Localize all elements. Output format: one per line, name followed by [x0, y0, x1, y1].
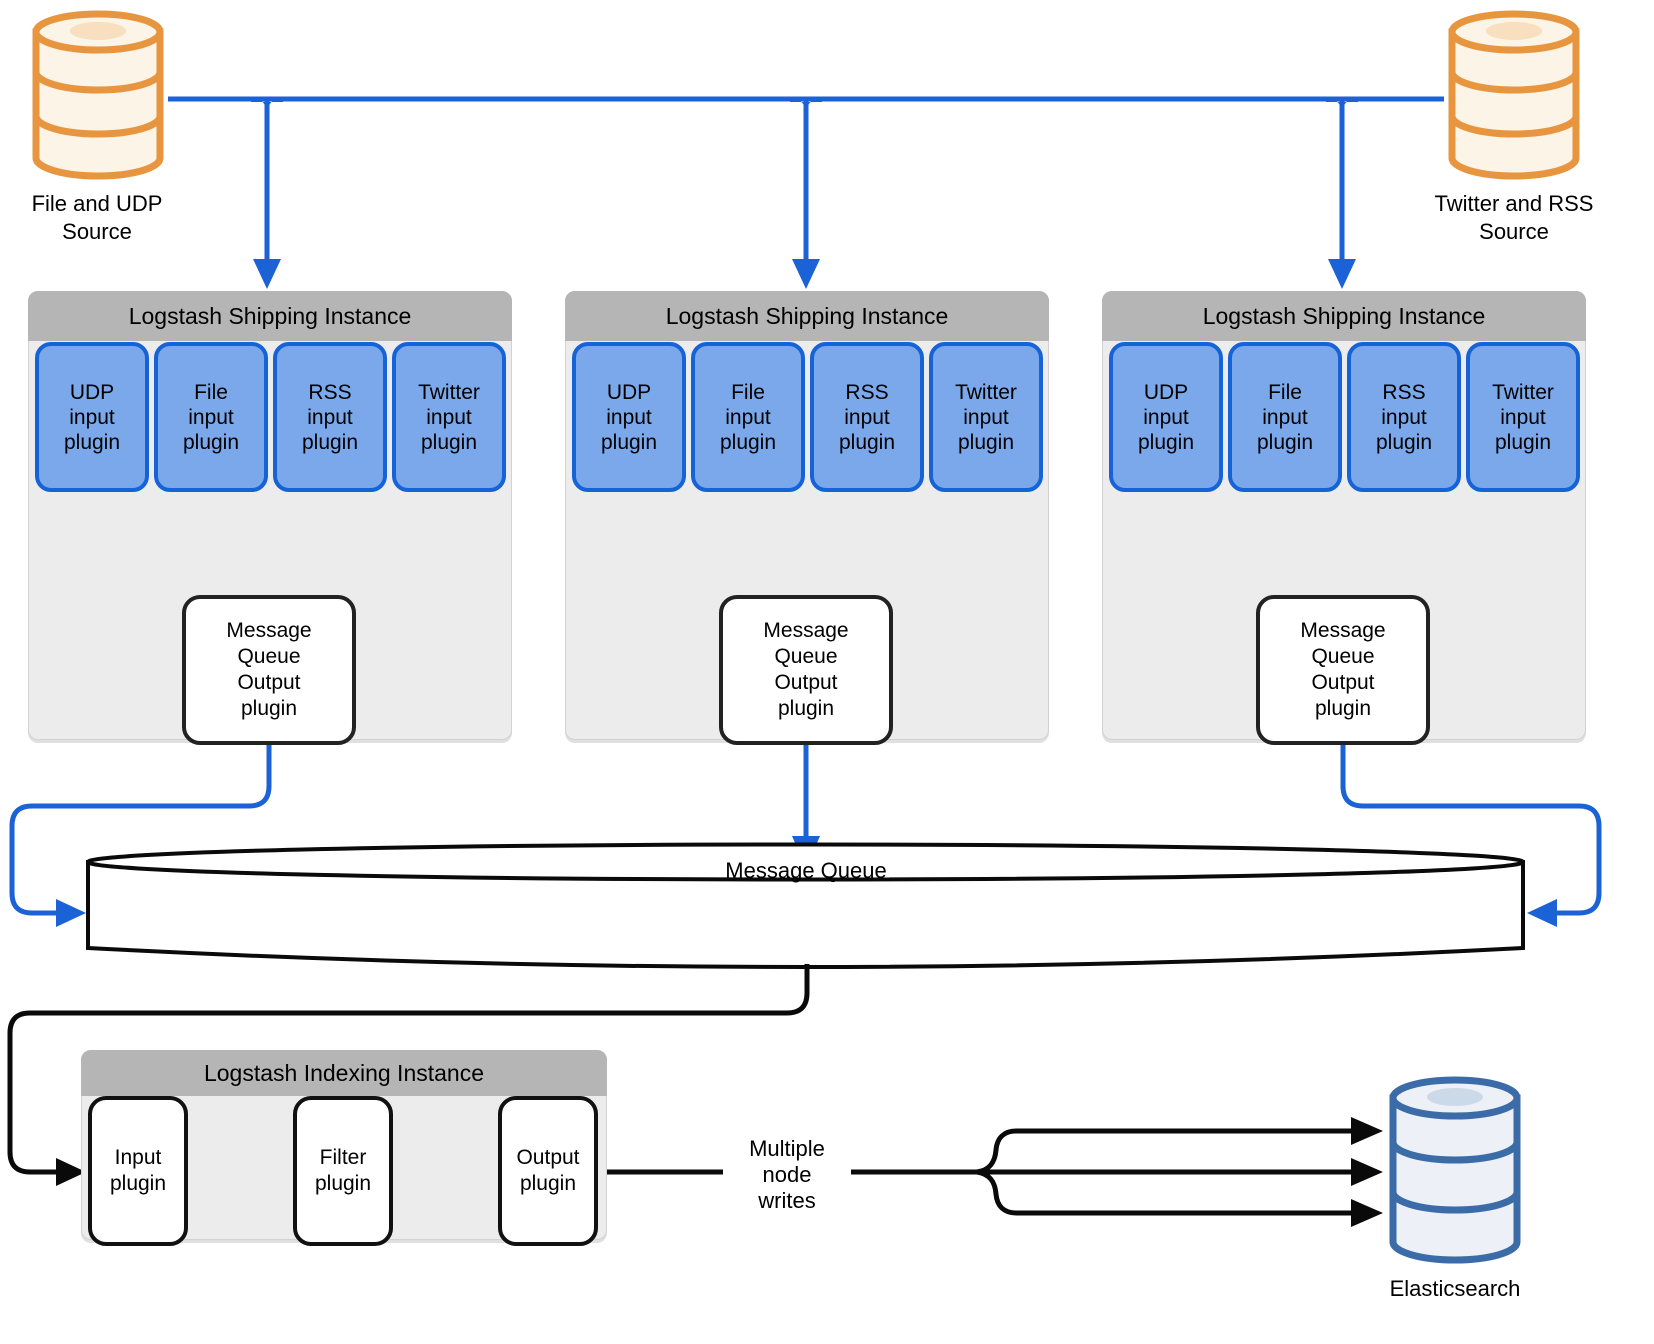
- mq-output-plugin-3: Message Queue Output plugin: [1256, 595, 1430, 745]
- indexing-input-plugin: Input plugin: [88, 1096, 188, 1246]
- shipping-instance-3-title: Logstash Shipping Instance: [1102, 291, 1586, 341]
- twitter-rss-source-label: Twitter and RSS Source: [1434, 191, 1594, 244]
- rss-input-plugin-2: RSS input plugin: [810, 342, 924, 492]
- indexing-instance-title: Logstash Indexing Instance: [81, 1050, 607, 1096]
- file-input-plugin-1: File input plugin: [154, 342, 268, 492]
- udp-input-plugin-2: UDP input plugin: [572, 342, 686, 492]
- twitter-input-plugin-2: Twitter input plugin: [929, 342, 1043, 492]
- shipping-instance-2-title: Logstash Shipping Instance: [565, 291, 1049, 341]
- source-bus-lines: [168, 96, 1444, 259]
- udp-input-plugin-1: UDP input plugin: [35, 342, 149, 492]
- elasticsearch-label: Elasticsearch: [1389, 1276, 1521, 1301]
- rss-input-plugin-1: RSS input plugin: [273, 342, 387, 492]
- twitter-input-plugin-3: Twitter input plugin: [1466, 342, 1580, 492]
- mq-output-plugin-1: Message Queue Output plugin: [182, 595, 356, 745]
- message-queue-label: Message Queue: [725, 858, 887, 883]
- shipping-instance-1-title: Logstash Shipping Instance: [28, 291, 512, 341]
- file-input-plugin-3: File input plugin: [1228, 342, 1342, 492]
- indexing-filter-plugin: Filter plugin: [293, 1096, 393, 1246]
- rss-input-plugin-3: RSS input plugin: [1347, 342, 1461, 492]
- elasticsearch-icon: [1389, 1076, 1521, 1264]
- file-udp-source-label: File and UDP Source: [31, 191, 163, 244]
- mq-output-plugin-2: Message Queue Output plugin: [719, 595, 893, 745]
- queue-input-lines: [9, 745, 1602, 916]
- twitter-input-plugin-1: Twitter input plugin: [392, 342, 506, 492]
- file-input-plugin-2: File input plugin: [691, 342, 805, 492]
- indexing-output-plugin: Output plugin: [498, 1096, 598, 1246]
- file-udp-source-icon: [32, 10, 164, 180]
- udp-input-plugin-3: UDP input plugin: [1109, 342, 1223, 492]
- twitter-rss-source-icon: [1448, 10, 1580, 180]
- source-bus-junction-fillets: [251, 97, 1358, 289]
- multiple-node-writes-label: Multiple node writes: [749, 1136, 825, 1213]
